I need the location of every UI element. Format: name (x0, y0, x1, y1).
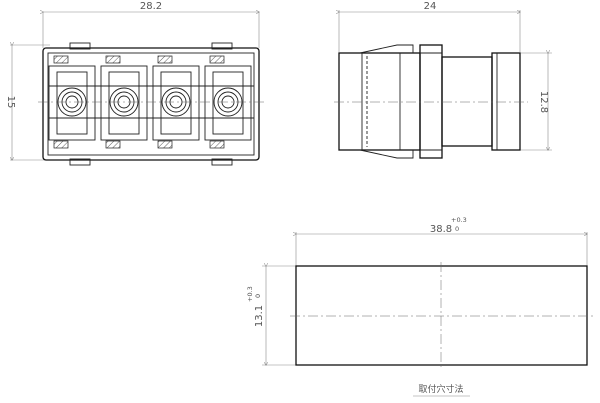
side-view: 24 12.8 (334, 1, 552, 159)
cutout-height-tol-lower: 0 (254, 294, 262, 298)
cutout-width-tol-lower: 0 (455, 225, 459, 233)
front-width-label: 28.2 (140, 1, 162, 12)
top-tab-left (69, 42, 91, 50)
side-right-body (441, 56, 493, 147)
side-length-label: 24 (424, 1, 437, 12)
bottom-tab-right (211, 158, 233, 166)
cutout-rectangle (295, 265, 588, 366)
side-flange (419, 44, 443, 159)
panel-cutout-view: 38.8 +0.3 0 13.1 +0.3 0 取付穴寸法 (246, 216, 593, 397)
bottom-tab-left (69, 158, 91, 166)
cutout-width-tol-upper: +0.3 (451, 216, 467, 224)
bottom-latch (359, 149, 414, 159)
cutout-height-label: 13.1 (254, 305, 265, 327)
adapter-body-outline (42, 47, 260, 161)
cutout-height-dimension: 13.1 +0.3 0 (246, 266, 296, 365)
adapter-inner-outline (47, 52, 255, 156)
front-height-dimension: 15 (5, 45, 50, 160)
side-height-label: 12.8 (538, 91, 549, 113)
cutout-caption: 取付穴寸法 (418, 383, 463, 395)
side-height-dimension: 12.8 (520, 53, 552, 150)
top-latch (359, 44, 414, 54)
cutout-width-label: 38.8 (430, 224, 452, 235)
front-view: 28.2 15 (5, 1, 264, 166)
front-width-dimension: 28.2 (43, 1, 259, 48)
side-left-body (338, 52, 421, 151)
cutout-height-tol-upper: +0.3 (246, 286, 254, 302)
top-tab-right (211, 42, 233, 50)
side-right-cap (491, 52, 521, 151)
front-height-label: 15 (5, 96, 16, 109)
cutout-width-dimension: 38.8 +0.3 0 (296, 216, 587, 266)
side-length-dimension: 24 (339, 1, 520, 52)
